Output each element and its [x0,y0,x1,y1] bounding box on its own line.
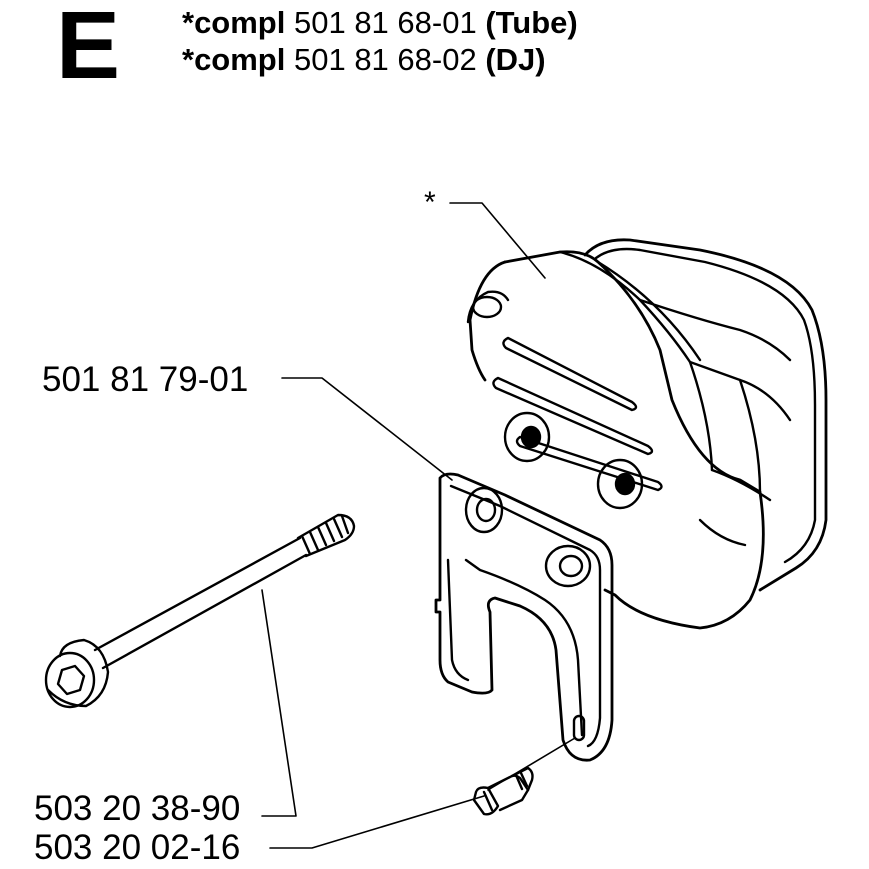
assembly-variant: (DJ) [485,42,546,77]
assembly-line-tube: *compl 501 81 68-01 (Tube) [182,7,578,38]
bracket-part-number: 501 81 79-01 [42,360,249,399]
section-letter: E [56,0,120,99]
assembly-line-dj: *compl 501 81 68-02 (DJ) [182,44,546,75]
assembly-number: 501 81 68-01 [293,5,477,40]
leader-screw-to-bracket [487,737,576,791]
bolt-part-number: 503 20 38-90 [34,789,241,828]
compl-prefix: *compl [182,5,286,40]
leader-screw [269,795,485,849]
assembly-number: 501 81 68-02 [293,42,477,77]
leader-bolt [261,589,297,817]
screw-part-number: 503 20 02-16 [34,828,241,867]
muffler-label: * [424,186,436,219]
muffler-drawing [466,238,828,630]
leader-muffler [449,202,546,279]
bolt-drawing [44,513,356,709]
leader-bracket [281,377,453,481]
compl-prefix: *compl [182,42,286,77]
assembly-variant: (Tube) [485,5,578,40]
leader-lines [261,202,576,849]
bracket-drawing [434,472,614,762]
screw-drawing [472,766,534,816]
